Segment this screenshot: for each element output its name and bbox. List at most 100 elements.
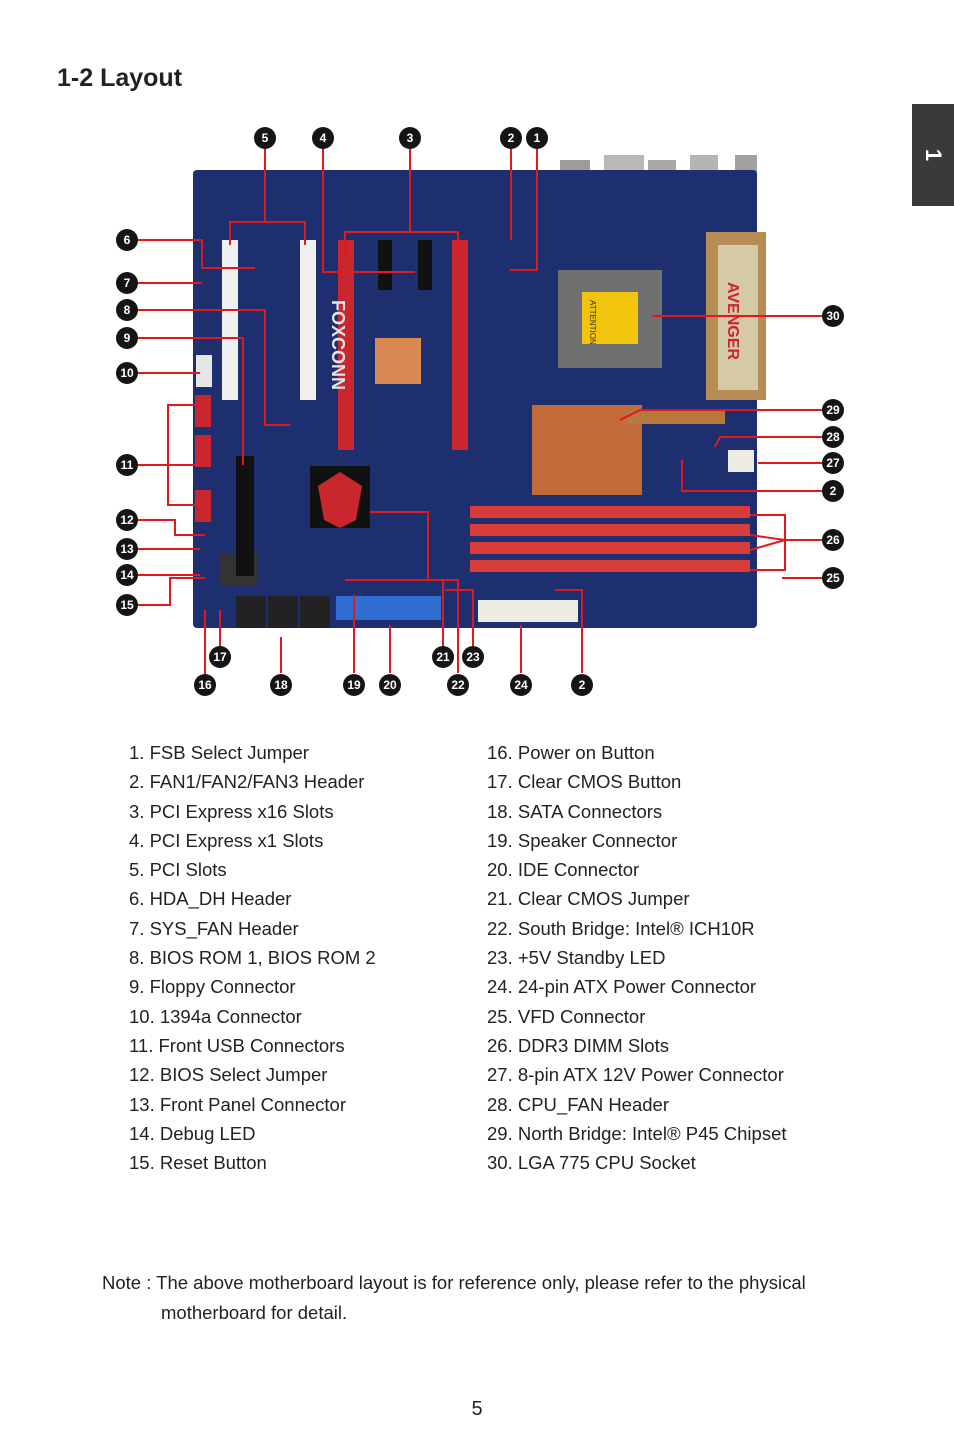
callout-badge-9: 9 bbox=[116, 327, 138, 349]
callout-badge-24: 24 bbox=[510, 674, 532, 696]
svg-text:26: 26 bbox=[826, 533, 840, 547]
pcie-x16-slots bbox=[338, 240, 468, 450]
callout-badge-11: 11 bbox=[116, 454, 138, 476]
svg-text:2: 2 bbox=[579, 678, 586, 692]
svg-text:28: 28 bbox=[826, 430, 840, 444]
callout-badge-14: 14 bbox=[116, 564, 138, 586]
cpu-socket: ATTENTION bbox=[558, 270, 662, 368]
svg-text:2: 2 bbox=[508, 131, 515, 145]
legend-item: 11. Front USB Connectors bbox=[129, 1034, 345, 1056]
callout-badge-29: 29 bbox=[822, 399, 844, 421]
callout-badge-15: 15 bbox=[116, 594, 138, 616]
svg-text:3: 3 bbox=[407, 131, 414, 145]
ddr3-dimm-slots bbox=[470, 506, 750, 572]
svg-text:19: 19 bbox=[347, 678, 361, 692]
callout-badge-26: 26 bbox=[822, 529, 844, 551]
pci-slots bbox=[222, 240, 316, 400]
callout-badge-10: 10 bbox=[116, 362, 138, 384]
svg-text:17: 17 bbox=[213, 650, 227, 664]
legend-item: 7. SYS_FAN Header bbox=[129, 917, 299, 939]
callout-badge-27: 27 bbox=[822, 452, 844, 474]
svg-text:1: 1 bbox=[534, 131, 541, 145]
svg-text:18: 18 bbox=[274, 678, 288, 692]
legend-item: 18. SATA Connectors bbox=[487, 800, 663, 822]
chapter-tab: 1 bbox=[912, 104, 954, 206]
cpu-socket-label: ATTENTION bbox=[588, 300, 597, 345]
callout-badge-18: 18 bbox=[270, 674, 292, 696]
svg-text:12: 12 bbox=[120, 513, 134, 527]
svg-text:2: 2 bbox=[830, 484, 837, 498]
legend-item: 19. Speaker Connector bbox=[487, 829, 678, 851]
callout-badge-4: 4 bbox=[312, 127, 334, 149]
svg-text:24: 24 bbox=[514, 678, 528, 692]
svg-text:21: 21 bbox=[436, 650, 450, 664]
callout-badge-6: 6 bbox=[116, 229, 138, 251]
legend-item: 30. LGA 775 CPU Socket bbox=[487, 1152, 696, 1174]
legend-item: 28. CPU_FAN Header bbox=[487, 1093, 670, 1115]
callout-badge-22: 22 bbox=[447, 674, 469, 696]
legend-item: 25. VFD Connector bbox=[487, 1005, 646, 1027]
svg-text:9: 9 bbox=[124, 331, 131, 345]
callout-badge-13: 13 bbox=[116, 538, 138, 560]
legend-item: 17. Clear CMOS Button bbox=[487, 771, 682, 793]
atx-24pin-connector bbox=[478, 600, 578, 622]
page-title: 1-2 Layout bbox=[57, 64, 183, 92]
legend-item: 14. Debug LED bbox=[129, 1122, 256, 1144]
legend-item: 15. Reset Button bbox=[129, 1152, 267, 1174]
legend-item: 10. 1394a Connector bbox=[129, 1005, 302, 1027]
chipset-heatsink bbox=[375, 338, 421, 384]
callout-leader-lines bbox=[138, 148, 822, 675]
legend-item: 8. BIOS ROM 1, BIOS ROM 2 bbox=[129, 947, 376, 969]
svg-text:16: 16 bbox=[198, 678, 212, 692]
legend-item: 2. FAN1/FAN2/FAN3 Header bbox=[129, 771, 365, 793]
legend-item: 16. Power on Button bbox=[487, 742, 655, 763]
callout-badge-25: 25 bbox=[822, 567, 844, 589]
callout-badge-23: 23 bbox=[462, 646, 484, 668]
callout-badge-3: 3 bbox=[399, 127, 421, 149]
svg-text:25: 25 bbox=[826, 571, 840, 585]
legend-item: 21. Clear CMOS Jumper bbox=[487, 888, 690, 910]
legend-item: 13. Front Panel Connector bbox=[129, 1093, 346, 1115]
svg-text:11: 11 bbox=[121, 458, 134, 472]
svg-text:23: 23 bbox=[466, 650, 480, 664]
callout-badge-1: 1 bbox=[526, 127, 548, 149]
callout-badge-2-bottom: 2 bbox=[571, 674, 593, 696]
callout-badge-17: 17 bbox=[209, 646, 231, 668]
legend-item: 29. North Bridge: Intel® P45 Chipset bbox=[487, 1122, 787, 1144]
callout-badge-28: 28 bbox=[822, 426, 844, 448]
legend-item: 20. IDE Connector bbox=[487, 859, 640, 881]
page-number: 5 bbox=[471, 1398, 483, 1420]
legend-item: 22. South Bridge: Intel® ICH10R bbox=[487, 917, 755, 939]
legend-list-left: 1. FSB Select Jumper 2. FAN1/FAN2/FAN3 H… bbox=[129, 740, 376, 1179]
svg-text:20: 20 bbox=[383, 678, 397, 692]
svg-text:22: 22 bbox=[451, 678, 465, 692]
callout-badge-21: 21 bbox=[432, 646, 454, 668]
south-bridge-emblem bbox=[310, 466, 370, 528]
motherboard-layout-diagram: FOXCONN ATTENTION AVENGER bbox=[116, 127, 844, 696]
legend-list-right: 16. Power on Button 17. Clear CMOS Butto… bbox=[487, 740, 787, 1179]
reference-note: Note : The above motherboard layout is f… bbox=[102, 1268, 882, 1328]
legend-item: 26. DDR3 DIMM Slots bbox=[487, 1034, 669, 1056]
svg-text:5: 5 bbox=[262, 131, 269, 145]
callout-badge-8: 8 bbox=[116, 299, 138, 321]
callout-badge-19: 19 bbox=[343, 674, 365, 696]
legend-item: 3. PCI Express x16 Slots bbox=[129, 800, 334, 822]
svg-text:13: 13 bbox=[120, 542, 134, 556]
board-brand-text: FOXCONN bbox=[328, 300, 348, 390]
1394a-connector bbox=[196, 355, 212, 387]
legend-item: 12. BIOS Select Jumper bbox=[129, 1064, 328, 1086]
svg-text:8: 8 bbox=[124, 303, 131, 317]
north-bridge-cooler bbox=[532, 405, 725, 495]
callout-badge-2-right: 2 bbox=[822, 480, 844, 502]
legend-item: 1. FSB Select Jumper bbox=[129, 742, 309, 763]
legend-item: 6. HDA_DH Header bbox=[129, 888, 292, 910]
motherboard-pcb bbox=[193, 170, 757, 628]
svg-text:6: 6 bbox=[124, 233, 131, 247]
legend-item: 23. +5V Standby LED bbox=[487, 947, 666, 969]
floppy-connector bbox=[236, 456, 254, 576]
legend-item: 27. 8-pin ATX 12V Power Connector bbox=[487, 1064, 784, 1086]
callout-badge-2-top: 2 bbox=[500, 127, 522, 149]
svg-text:4: 4 bbox=[320, 131, 327, 145]
callout-badge-7: 7 bbox=[116, 272, 138, 294]
callout-badge-20: 20 bbox=[379, 674, 401, 696]
